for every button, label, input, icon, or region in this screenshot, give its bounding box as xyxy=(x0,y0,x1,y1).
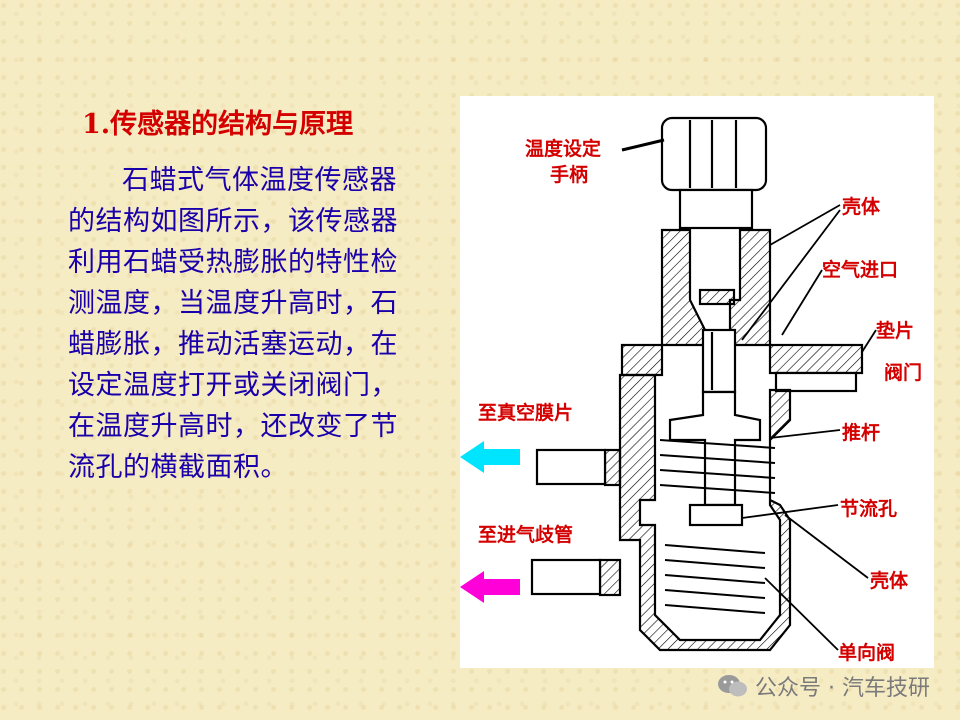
flange xyxy=(620,343,864,393)
push-rod xyxy=(668,390,762,527)
label-gasket: 垫片 xyxy=(876,320,915,342)
label-housing-bottom: 壳体 xyxy=(870,570,909,592)
wechat-icon xyxy=(718,675,748,697)
watermark: 公众号 · 汽车技研 xyxy=(717,670,930,702)
lower-spring xyxy=(664,544,766,614)
label-air-inlet: 空气进口 xyxy=(822,259,899,281)
label-to-vacuum: 至真空膜片 xyxy=(478,402,574,424)
slide-title: 1.传感器的结构与原理 xyxy=(82,109,354,140)
label-valve: 阀门 xyxy=(884,362,923,384)
label-knob-line1: 温度设定 xyxy=(525,138,602,160)
adjust-knob xyxy=(660,116,768,230)
watermark-text: 公众号 · 汽车技研 xyxy=(755,676,930,701)
leader-lines xyxy=(621,138,877,651)
label-to-manifold: 至进气歧管 xyxy=(478,524,574,546)
label-orifice: 节流孔 xyxy=(840,498,898,520)
main-body xyxy=(598,373,792,652)
label-housing-top: 壳体 xyxy=(842,196,881,218)
wax-plunger xyxy=(701,328,737,394)
arrow-to-manifold xyxy=(460,571,520,603)
arrow-to-vacuum xyxy=(460,441,520,473)
outlet-ports xyxy=(530,448,607,596)
label-check-valve: 单向阀 xyxy=(838,642,896,664)
label-push-rod: 推杆 xyxy=(842,422,881,444)
upper-spring xyxy=(659,439,776,494)
label-knob-line2: 手柄 xyxy=(550,164,589,186)
description-paragraph: 石蜡式气体温度传感器的结构如图所示，该传感器利用石蜡受热膨胀的特性检测温度，当温… xyxy=(68,165,398,483)
